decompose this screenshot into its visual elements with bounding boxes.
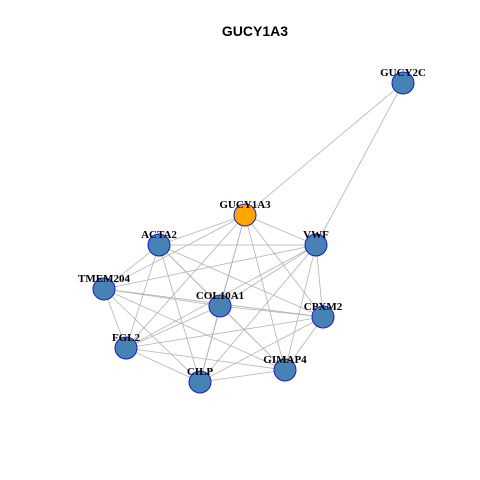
- edge-acta2-cilp: [158, 244, 201, 383]
- node-label-cilp: CILP: [187, 366, 214, 378]
- graph-title: GUCY1A3: [222, 23, 288, 39]
- node-fgl2[interactable]: [114, 336, 138, 360]
- edge-gucy2c-gucy1a3: [244, 82, 404, 216]
- edge-gucy1a3-acta2: [158, 214, 246, 246]
- node-vwf[interactable]: [304, 233, 328, 257]
- node-gucy2c[interactable]: [391, 71, 415, 95]
- node-acta2[interactable]: [147, 233, 171, 257]
- node-label-acta2: ACTA2: [141, 229, 177, 241]
- edge-col10a1-cilp: [199, 305, 221, 383]
- edge-gucy1a3-fgl2: [125, 214, 246, 349]
- node-gucy1a3[interactable]: [233, 203, 257, 227]
- edge-tmem204-gimap4: [103, 288, 286, 371]
- edge-fgl2-gimap4: [125, 347, 286, 371]
- edge-acta2-fgl2: [125, 244, 160, 349]
- node-cpxm2[interactable]: [311, 305, 335, 329]
- edge-gucy1a3-vwf: [244, 214, 317, 246]
- edge-gucy1a3-gimap4: [244, 214, 286, 371]
- node-label-gucy2c: GUCY2C: [380, 67, 426, 79]
- node-label-tmem204: TMEM204: [78, 273, 130, 285]
- node-layer: [92, 71, 415, 394]
- node-label-col10a1: COL10A1: [196, 290, 244, 302]
- edge-gucy2c-vwf: [315, 82, 404, 246]
- node-gimap4[interactable]: [273, 358, 297, 382]
- edge-gucy1a3-cpxm2: [244, 214, 324, 318]
- edge-cpxm2-cilp: [199, 316, 324, 383]
- node-label-fgl2: FGL2: [112, 332, 141, 344]
- node-label-gimap4: GIMAP4: [263, 354, 307, 366]
- edge-col10a1-cpxm2: [219, 305, 324, 318]
- node-cilp[interactable]: [188, 370, 212, 394]
- edge-vwf-col10a1: [219, 244, 317, 307]
- node-label-vwf: VWF: [303, 229, 329, 241]
- edge-gimap4-cilp: [199, 369, 286, 383]
- node-tmem204[interactable]: [92, 277, 116, 301]
- edge-acta2-cpxm2: [158, 244, 324, 318]
- edge-col10a1-fgl2: [125, 305, 221, 349]
- edge-fgl2-cilp: [125, 347, 201, 383]
- node-label-cpxm2: CPXM2: [304, 301, 343, 313]
- edge-vwf-cilp: [199, 244, 317, 383]
- node-col10a1[interactable]: [208, 294, 232, 318]
- node-label-gucy1a3: GUCY1A3: [219, 199, 271, 211]
- edge-vwf-cpxm2: [315, 244, 324, 318]
- edge-tmem204-cilp: [103, 288, 201, 383]
- edge-cpxm2-fgl2: [125, 316, 324, 349]
- edge-col10a1-gimap4: [219, 305, 286, 371]
- edge-vwf-gimap4: [284, 244, 317, 371]
- edge-vwf-tmem204: [103, 244, 317, 290]
- edge-acta2-tmem204: [103, 244, 160, 290]
